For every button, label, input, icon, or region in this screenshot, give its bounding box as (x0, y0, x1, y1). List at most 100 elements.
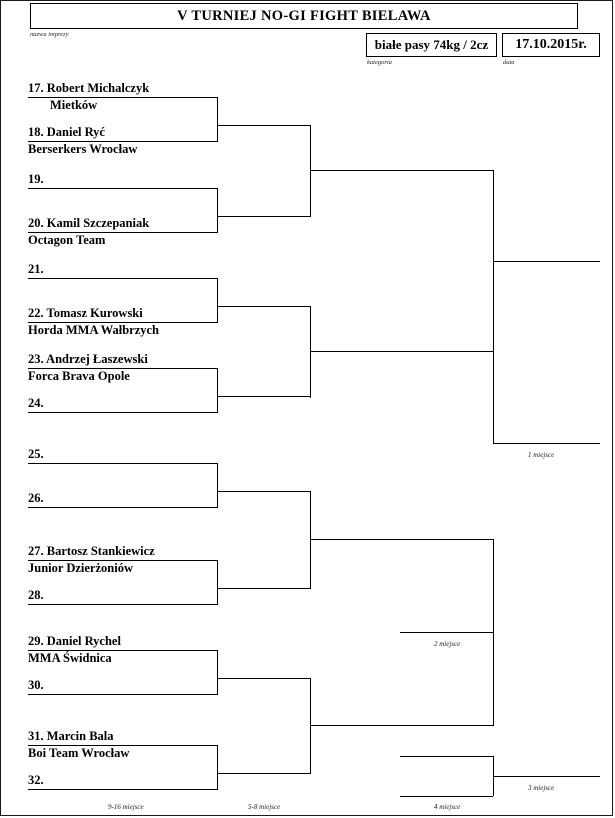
slot-competitor-name: 26. (28, 491, 44, 505)
r3-advance-bottom (400, 632, 493, 633)
slot-competitor-name: 23. Andrzej Łaszewski (28, 352, 148, 366)
category-value: białe pasy 74kg / 2cz (374, 37, 489, 52)
r1-connector-17-18 (217, 97, 218, 142)
bracket-slot-30[interactable]: 30. (28, 678, 218, 718)
placement-label-third: 3 miejsce (528, 784, 555, 792)
bracket-slot-17[interactable]: 17. Robert Michalczyk Mietków (28, 81, 218, 121)
r2-connector-bot-1 (310, 491, 311, 589)
slot-team-name: Octagon Team (28, 233, 106, 247)
r2-advance-top-2 (310, 351, 493, 352)
slot-competitor-name: 24. (28, 396, 44, 410)
slot-competitor-name: 27. Bartosz Stankiewicz (28, 544, 155, 558)
category-caption: kategoria (367, 59, 392, 66)
bracket-slot-21[interactable]: 21. (28, 262, 218, 302)
slot-team-name: Berserkers Wrocław (28, 142, 138, 156)
final-champion-line (493, 443, 600, 444)
third-place-feed-top (400, 756, 493, 757)
slot-competitor-name: 18. Daniel Ryć (28, 125, 105, 139)
slot-rule (28, 604, 218, 605)
slot-competitor-name: 30. (28, 678, 44, 692)
slot-competitor-name: 31. Marcin Bala (28, 729, 114, 743)
slot-team-name: Mietków (50, 98, 98, 112)
r1-connector-27-28 (217, 560, 218, 605)
bracket-slot-19[interactable]: 19. (28, 172, 218, 212)
slot-team-name: Forca Brava Opole (28, 369, 130, 383)
slot-rule (28, 141, 218, 142)
r2-connector-bot-2 (310, 678, 311, 774)
r2-advance-bot-2 (310, 725, 493, 726)
r1-connector-19-20 (217, 188, 218, 233)
placement-label-9-16: 9-16 miejsce (108, 803, 144, 811)
slot-competitor-name: 25. (28, 447, 44, 461)
placement-label-5-8: 5-8 miejsce (248, 803, 281, 811)
slot-team-name: MMA Świdnica (28, 651, 112, 665)
r1-advance-27-28 (217, 588, 310, 589)
category-box: białe pasy 74kg / 2cz (366, 33, 497, 57)
r1-connector-21-22 (217, 278, 218, 323)
r1-connector-25-26 (217, 463, 218, 508)
r1-connector-23-24 (217, 368, 218, 413)
third-place-feed-bottom (400, 796, 493, 797)
slot-team-name: Horda MMA Wałbrzych (28, 323, 160, 337)
slot-rule (28, 560, 218, 561)
event-title-box: V TURNIEJ NO-GI FIGHT BIELAWA (30, 3, 578, 29)
slot-competitor-name: 21. (28, 262, 44, 276)
r1-advance-19-20 (217, 216, 310, 217)
bracket-slot-28[interactable]: 28. (28, 588, 218, 628)
slot-rule (28, 278, 218, 279)
slot-rule (28, 745, 218, 746)
r2-advance-top-1 (310, 170, 493, 171)
r1-connector-29-30 (217, 650, 218, 695)
slot-rule (28, 322, 218, 323)
final-connector (493, 261, 494, 443)
slot-competitor-name: 19. (28, 172, 44, 186)
slot-competitor-name: 32. (28, 773, 44, 787)
r2-connector-top-2 (310, 306, 311, 398)
bracket-slot-18[interactable]: 18. Daniel Ryć Berserkers Wrocław (28, 125, 218, 165)
bracket-slot-29[interactable]: 29. Daniel Rychel MMA Świdnica (28, 634, 218, 674)
slot-team-name: Junior Dzierżoniów (28, 561, 133, 575)
bracket-slot-23[interactable]: 23. Andrzej Łaszewski Forca Brava Opole (28, 352, 218, 392)
date-box: 17.10.2015r. (502, 33, 600, 57)
slot-team-name: Boi Team Wrocław (28, 746, 130, 760)
r1-connector-31-32 (217, 745, 218, 790)
r1-advance-29-30 (217, 678, 310, 679)
slot-rule (28, 789, 218, 790)
slot-rule (28, 694, 218, 695)
r1-advance-17-18 (217, 125, 310, 126)
r3-connector-bottom (493, 539, 494, 726)
slot-rule (28, 412, 218, 413)
event-title-caption: nazwa imprezy (30, 31, 69, 38)
slot-rule (28, 368, 218, 369)
slot-competitor-name: 17. Robert Michalczyk (28, 81, 150, 95)
slot-competitor-name: 20. Kamil Szczepaniak (28, 216, 150, 230)
bracket-slot-20[interactable]: 20. Kamil Szczepaniak Octagon Team (28, 216, 218, 256)
slot-rule (28, 463, 218, 464)
bracket-slot-27[interactable]: 27. Bartosz Stankiewicz Junior Dzierżoni… (28, 544, 218, 584)
bracket-slot-22[interactable]: 22. Tomasz Kurowski Horda MMA Wałbrzych (28, 306, 218, 346)
placement-label-first: 1 miejsce (528, 451, 555, 459)
r1-advance-25-26 (217, 491, 310, 492)
slot-rule (28, 97, 218, 98)
placement-label-fourth: 4 miejsce (434, 803, 461, 811)
slot-rule (28, 650, 218, 651)
date-caption: data (503, 59, 515, 66)
bracket-slot-32[interactable]: 32. (28, 773, 218, 813)
bracket-slot-24[interactable]: 24. (28, 396, 218, 436)
slot-competitor-name: 29. Daniel Rychel (28, 634, 121, 648)
page-title: V TURNIEJ NO-GI FIGHT BIELAWA (177, 7, 431, 24)
bracket-slot-26[interactable]: 26. (28, 491, 218, 531)
slot-competitor-name: 22. Tomasz Kurowski (28, 306, 143, 320)
slot-competitor-name: 28. (28, 588, 44, 602)
r1-advance-31-32 (217, 773, 310, 774)
slot-rule (28, 232, 218, 233)
r1-advance-21-22 (217, 306, 310, 307)
placement-label-second: 2 miejsce (434, 640, 461, 648)
r1-advance-23-24 (217, 396, 310, 397)
r3-advance-top (493, 261, 600, 262)
r2-advance-bot-1 (310, 539, 493, 540)
bracket-slot-25[interactable]: 25. (28, 447, 218, 487)
bracket-slot-31[interactable]: 31. Marcin Bala Boi Team Wrocław (28, 729, 218, 769)
